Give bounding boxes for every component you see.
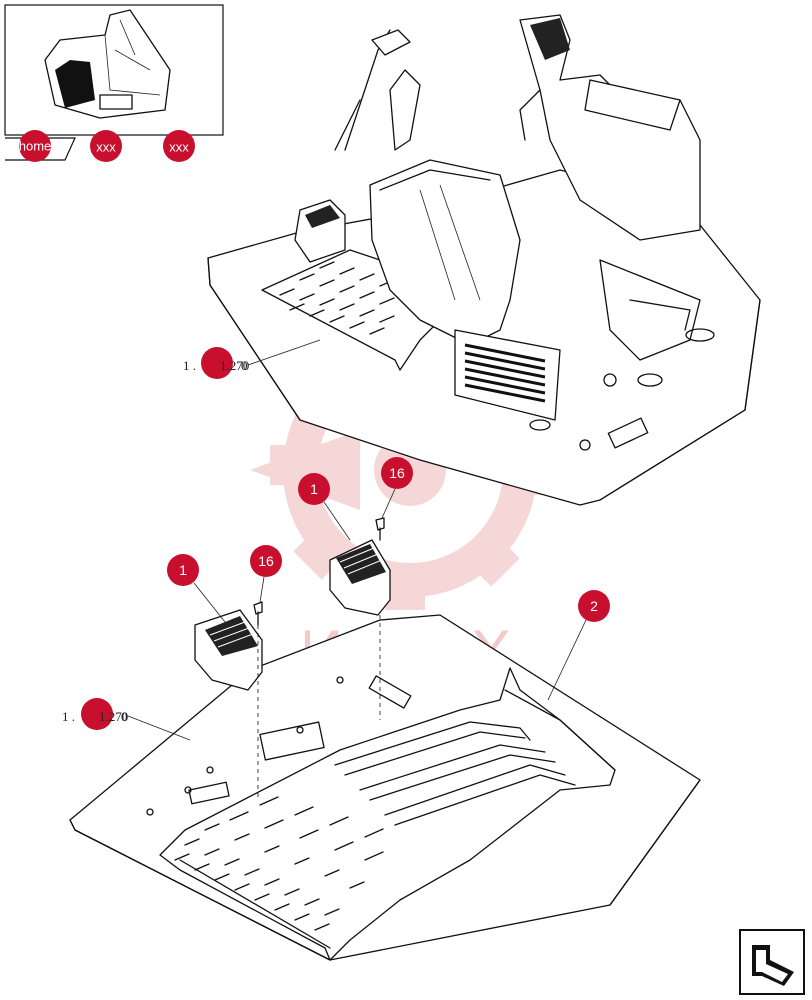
callout-16-left-label: 16 <box>258 553 274 569</box>
callout-2-label: 2 <box>590 598 598 614</box>
bolt-16-right <box>375 517 385 720</box>
lower-ref-suffix: 0 <box>121 709 128 724</box>
callout-1-right-label: 1 <box>310 481 318 497</box>
upper-cab-assembly <box>207 14 761 506</box>
next-button-label: xxx <box>169 140 189 155</box>
callout-2[interactable]: 2 <box>547 590 610 701</box>
callout-1-right[interactable]: 1 <box>298 473 351 541</box>
lower-reference-label[interactable]: 1 . 1.270 0 <box>62 698 191 741</box>
bolt-16-left <box>253 601 263 800</box>
lower-floor-assembly <box>69 517 701 961</box>
prev-button[interactable]: xxx <box>90 130 122 162</box>
callout-1-left[interactable]: 1 <box>167 554 226 623</box>
upper-reference-label[interactable]: 1 . 1.270 0 <box>183 339 321 379</box>
upper-mat-ribs <box>279 261 415 335</box>
upper-ref-suffix: 0 <box>241 358 248 373</box>
return-arrow-icon[interactable] <box>739 929 805 995</box>
lower-ref-prefix: 1 . <box>62 709 75 724</box>
callout-16-left[interactable]: 16 <box>250 545 282 603</box>
next-button[interactable]: xxx <box>163 130 195 162</box>
callout-1-left-label: 1 <box>179 562 187 578</box>
lower-mat-ribs <box>174 796 384 931</box>
upper-ref-prefix: 1 . <box>183 358 196 373</box>
callout-16-right-label: 16 <box>389 465 405 481</box>
prev-button-label: xxx <box>96 140 116 155</box>
home-button[interactable]: home <box>19 130 52 162</box>
thumbnail-panel <box>4 4 224 136</box>
callout-16-right[interactable]: 16 <box>381 457 413 519</box>
lower-ref-code: 1.270 <box>99 709 128 724</box>
lower-mat-long-ribs <box>334 721 576 826</box>
upper-ref-code: 1.270 <box>220 358 249 373</box>
home-button-label: home <box>19 139 52 154</box>
grille-slats <box>464 343 546 403</box>
